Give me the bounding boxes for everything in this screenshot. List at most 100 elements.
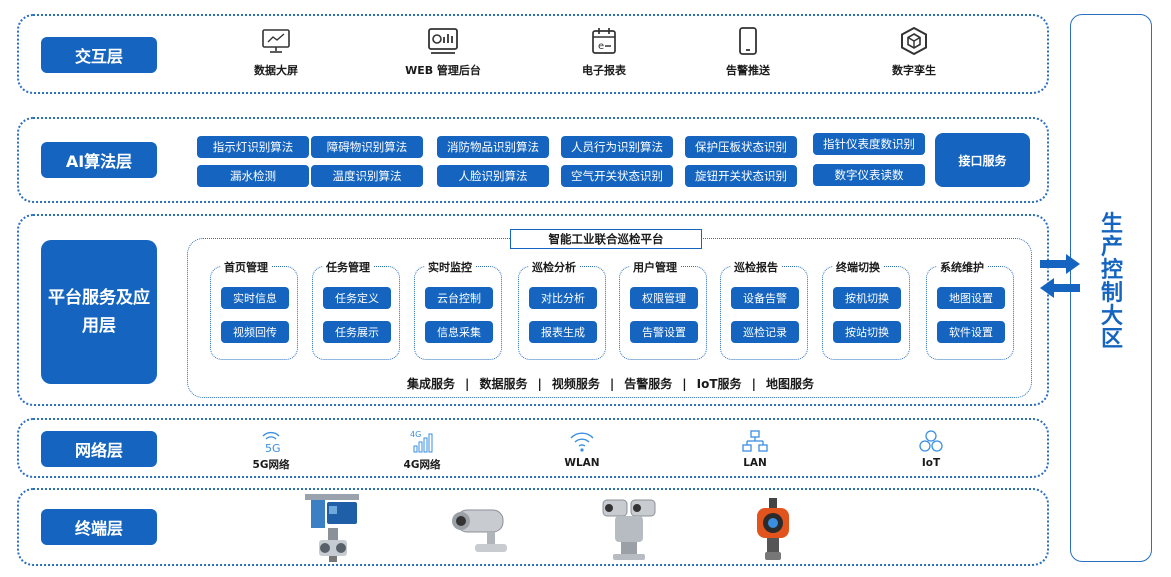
module-title: 系统维护 (937, 259, 987, 275)
ai-layer: AI算法层 指示灯识别算法 障碍物识别算法 消防物品识别算法 人员行为识别算法 … (17, 117, 1049, 203)
net-label: IoT (921, 457, 941, 469)
algo-button[interactable]: 障碍物识别算法 (311, 136, 423, 158)
net-label: 4G网络 (403, 459, 441, 471)
service-separator: | (537, 377, 542, 391)
side-char: 控 (1100, 258, 1123, 283)
service-item: 视频服务 (551, 377, 600, 391)
module-title: 巡检报告 (731, 259, 781, 275)
module-button[interactable]: 权限管理 (630, 287, 698, 309)
bidirectional-arrows (1040, 254, 1082, 302)
platform-box: 智能工业联合巡检平台 首页管理 实时信息 视频回传 任务管理 任务定义 任务展示… (187, 229, 1032, 398)
module-button[interactable]: 地图设置 (937, 287, 1005, 309)
monitor-chart-icon (221, 24, 331, 58)
4g-signal-icon: 4G (382, 428, 462, 454)
algo-button[interactable]: 空气开关状态识别 (561, 165, 673, 187)
ix-item-digital-twin[interactable]: 数字孪生 (859, 24, 969, 78)
algo-button[interactable]: 旋钮开关状态识别 (685, 165, 797, 187)
net-label: LAN (743, 457, 767, 469)
bullet-camera-image (447, 500, 513, 564)
algo-button[interactable]: 指示灯识别算法 (197, 136, 309, 158)
module-button[interactable]: 对比分析 (529, 287, 597, 309)
net-label: WLAN (564, 457, 600, 469)
side-char: 产 (1100, 235, 1123, 260)
module-analysis: 巡检分析 对比分析 报表生成 (518, 259, 606, 360)
svg-text:4G: 4G (410, 430, 421, 439)
module-button[interactable]: 巡检记录 (731, 321, 799, 343)
service-item: 告警服务 (624, 377, 673, 391)
terminal-layer: 终端层 (17, 488, 1049, 566)
svg-text:5G: 5G (265, 442, 281, 454)
net-item-lan: LAN (715, 428, 795, 469)
module-title: 首页管理 (221, 259, 271, 275)
algo-button[interactable]: 指针仪表度数识别 (813, 133, 925, 155)
api-service-button[interactable]: 接口服务 (935, 133, 1030, 187)
net-item-5g: 5G 5G网络 (231, 428, 311, 472)
module-button[interactable]: 云台控制 (425, 287, 493, 309)
module-maintenance: 系统维护 地图设置 软件设置 (926, 259, 1014, 360)
algo-button[interactable]: 人脸识别算法 (437, 165, 549, 187)
calendar-report-icon: e (549, 24, 659, 58)
algo-button[interactable]: 消防物品识别算法 (437, 136, 549, 158)
module-terminal-switch: 终端切换 按机切换 按站切换 (822, 259, 910, 360)
dashboard-icon (388, 24, 498, 58)
5g-signal-icon: 5G (231, 428, 311, 454)
side-panel-label: 生 产 控 制 大 区 (1071, 213, 1153, 351)
module-title: 用户管理 (630, 259, 680, 275)
module-button[interactable]: 任务定义 (323, 287, 391, 309)
ix-label: 电子报表 (582, 64, 626, 77)
interaction-layer: 交互层 数据大屏 WEB 管理后台 e 电子报表 告警推送 数字孪生 (17, 14, 1049, 94)
algo-button[interactable]: 人员行为识别算法 (561, 136, 673, 158)
service-item: 集成服务 (407, 377, 456, 391)
service-separator: | (682, 377, 687, 391)
algo-button[interactable]: 数字仪表读数 (813, 164, 925, 186)
ix-item-web-admin[interactable]: WEB 管理后台 (388, 24, 498, 78)
lan-icon (715, 428, 795, 454)
module-monitor: 实时监控 云台控制 信息采集 (414, 259, 502, 360)
net-item-iot: IoT (891, 428, 971, 469)
algo-button[interactable]: 保护压板状态识别 (685, 136, 797, 158)
module-button[interactable]: 设备告警 (731, 287, 799, 309)
platform-layer-label: 平台服务及应用层 (41, 240, 157, 384)
net-label: 5G网络 (252, 459, 290, 471)
module-home: 首页管理 实时信息 视频回传 (210, 259, 298, 360)
rail-robot-image (301, 492, 363, 568)
module-button[interactable]: 按站切换 (833, 321, 901, 343)
terminal-layer-label: 终端层 (41, 509, 157, 545)
network-layer: 网络层 5G 5G网络 4G 4G网络 WLAN LAN IoT (17, 418, 1049, 478)
module-title: 任务管理 (323, 259, 373, 275)
module-button[interactable]: 按机切换 (833, 287, 901, 309)
module-title: 巡检分析 (529, 259, 579, 275)
ix-label: WEB 管理后台 (405, 64, 481, 77)
ptz-camera-image (599, 494, 659, 568)
side-char: 区 (1100, 327, 1123, 352)
arrow-left-icon (1040, 278, 1080, 298)
gas-detector-image (751, 494, 795, 568)
module-button[interactable]: 信息采集 (425, 321, 493, 343)
ix-item-data-screen[interactable]: 数据大屏 (221, 24, 331, 78)
module-button[interactable]: 任务展示 (323, 321, 391, 343)
algo-button[interactable]: 漏水检测 (197, 165, 309, 187)
module-button[interactable]: 软件设置 (937, 321, 1005, 343)
wifi-icon (542, 428, 622, 454)
module-button[interactable]: 告警设置 (630, 321, 698, 343)
service-item: 数据服务 (479, 377, 528, 391)
service-separator: | (465, 377, 470, 391)
module-button[interactable]: 视频回传 (221, 321, 289, 343)
service-separator: | (609, 377, 615, 391)
module-title: 实时监控 (425, 259, 475, 275)
ix-item-e-report[interactable]: e 电子报表 (549, 24, 659, 78)
service-item: 地图服务 (765, 377, 814, 391)
cube-icon (859, 24, 969, 58)
algo-button[interactable]: 温度识别算法 (311, 165, 423, 187)
svg-text:e: e (598, 41, 604, 52)
module-button[interactable]: 实时信息 (221, 287, 289, 309)
module-title: 终端切换 (833, 259, 883, 275)
network-layer-label: 网络层 (41, 431, 157, 467)
module-button[interactable]: 报表生成 (529, 321, 597, 343)
module-task: 任务管理 任务定义 任务展示 (312, 259, 400, 360)
side-char: 制 (1100, 281, 1123, 306)
ai-layer-label: AI算法层 (41, 142, 157, 178)
ix-item-alarm-push[interactable]: 告警推送 (693, 24, 803, 78)
arrow-right-icon (1040, 254, 1080, 274)
net-item-4g: 4G 4G网络 (382, 428, 462, 472)
